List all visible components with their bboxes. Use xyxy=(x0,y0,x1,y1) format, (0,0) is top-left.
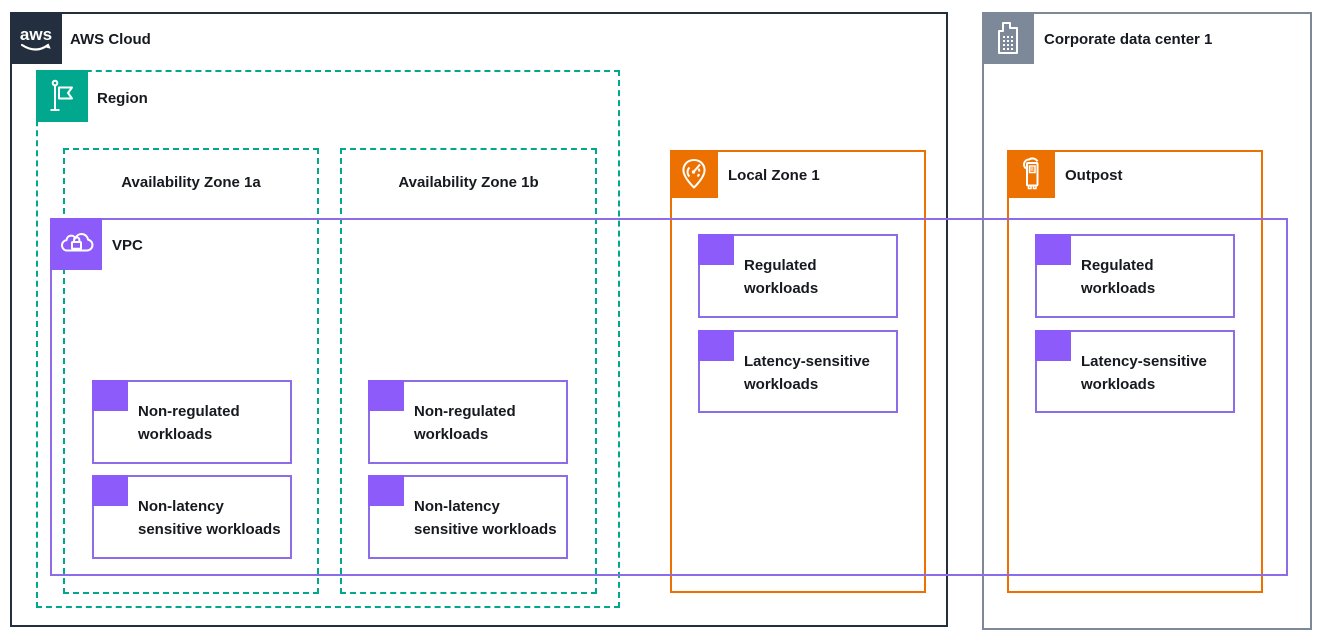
workload-box-az1a-non-regulated: Non-regulated workloads xyxy=(92,380,292,464)
workload-box-localzone-latency: Latency-sensitive workloads xyxy=(698,330,898,413)
svg-text:aws: aws xyxy=(20,25,52,44)
vpc-group: VPC xyxy=(50,218,1288,576)
outpost-server-icon xyxy=(1007,150,1055,198)
local-zone-group: Local Zone 1 xyxy=(670,150,926,593)
workload-box-outpost-regulated: Regulated workloads xyxy=(1035,234,1235,318)
workload-icon xyxy=(92,475,128,506)
workload-icon xyxy=(92,380,128,411)
workload-icon xyxy=(368,475,404,506)
corporate-data-center-group: Corporate data center 1 xyxy=(982,12,1312,630)
aws-cloud-group: aws AWS Cloud xyxy=(10,12,948,627)
building-icon xyxy=(982,12,1034,64)
workload-label: Non-latency sensitive workloads xyxy=(138,498,281,538)
local-zone-label: Local Zone 1 xyxy=(728,167,820,184)
workload-box-outpost-latency: Latency-sensitive workloads xyxy=(1035,330,1235,413)
workload-icon xyxy=(1035,330,1071,361)
workload-box-az1b-non-regulated: Non-regulated workloads xyxy=(368,380,568,464)
workload-label: Non-regulated workloads xyxy=(138,403,240,443)
outpost-label: Outpost xyxy=(1065,167,1123,184)
availability-zone-1b-group: Availability Zone 1b xyxy=(340,148,597,594)
workload-icon xyxy=(698,330,734,361)
location-pin-icon xyxy=(670,150,718,198)
workload-box-az1a-non-latency: Non-latency sensitive workloads xyxy=(92,475,292,559)
workload-icon xyxy=(1035,234,1071,265)
workload-label: Non-latency sensitive workloads xyxy=(414,498,557,538)
aws-logo-icon: aws xyxy=(10,12,62,64)
flag-icon xyxy=(36,70,88,122)
workload-label: Latency-sensitive workloads xyxy=(1081,353,1207,393)
availability-zone-1a-label: Availability Zone 1a xyxy=(121,174,261,191)
vpc-label: VPC xyxy=(112,237,143,254)
workload-label: Latency-sensitive workloads xyxy=(744,353,870,393)
workload-box-localzone-regulated: Regulated workloads xyxy=(698,234,898,318)
outpost-group: Outpost xyxy=(1007,150,1263,593)
workload-label: Regulated workloads xyxy=(1081,257,1156,297)
workload-icon xyxy=(368,380,404,411)
cloud-lock-icon xyxy=(50,218,102,270)
corporate-data-center-label: Corporate data center 1 xyxy=(1044,31,1213,48)
workload-icon xyxy=(698,234,734,265)
workload-label: Regulated workloads xyxy=(744,257,819,297)
availability-zone-1b-label: Availability Zone 1b xyxy=(398,174,539,191)
region-label: Region xyxy=(97,90,148,107)
workload-label: Non-regulated workloads xyxy=(414,403,516,443)
aws-cloud-label: AWS Cloud xyxy=(70,31,151,48)
workload-box-az1b-non-latency: Non-latency sensitive workloads xyxy=(368,475,568,559)
region-group: Region xyxy=(36,70,620,608)
availability-zone-1a-group: Availability Zone 1a xyxy=(63,148,319,594)
